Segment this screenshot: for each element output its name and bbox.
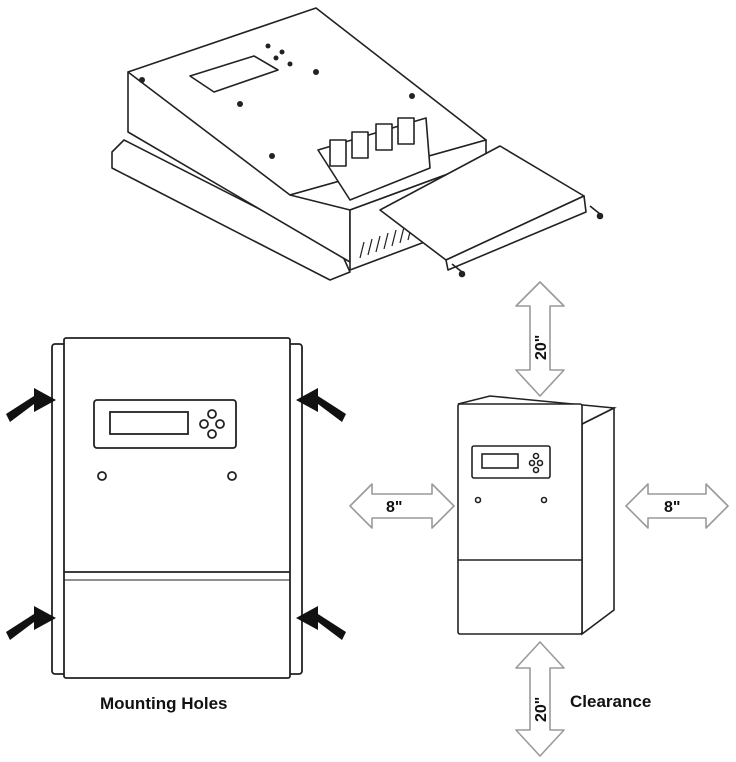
arrow-up-down-bottom-icon	[515, 641, 565, 757]
front-screws	[97, 471, 237, 481]
mounting-arrows	[6, 388, 346, 640]
clearance-caption: Clearance	[570, 692, 652, 711]
clearance-labels: 20" 20" 8" 8"	[386, 335, 680, 722]
isometric-controller-view	[111, 7, 604, 281]
base-flange	[111, 139, 351, 281]
mounting-holes-caption: Mounting Holes	[100, 694, 228, 713]
arrow-left-right-left-icon	[349, 483, 455, 529]
clearance-controller	[457, 395, 617, 636]
front-view-controller	[51, 337, 303, 679]
keypad-buttons	[265, 43, 293, 67]
terminal-blocks	[329, 117, 415, 167]
arrow-top-right-icon	[296, 388, 346, 422]
arrow-left-right-right-icon	[625, 483, 729, 529]
arrow-up-down-top-icon	[515, 281, 565, 397]
clearance-side-panel	[581, 406, 615, 636]
clearance-body	[457, 403, 583, 635]
terminal-cover-front	[445, 195, 587, 271]
clearance-left-label: 8"	[386, 499, 402, 516]
lcd-screen	[109, 411, 189, 435]
clearance-bottom-label: 20"	[533, 697, 550, 722]
clearance-top-label: 20"	[533, 335, 550, 360]
controller-body	[63, 337, 291, 679]
clearance-right-label: 8"	[664, 499, 680, 516]
arrow-bottom-right-icon	[296, 606, 346, 640]
front-keypad	[199, 409, 225, 439]
cover-screws	[451, 205, 604, 278]
arrow-bottom-left-icon	[6, 606, 56, 640]
arrow-top-left-icon	[6, 388, 56, 422]
clearance-arrows	[349, 281, 729, 757]
display-window	[189, 55, 279, 93]
